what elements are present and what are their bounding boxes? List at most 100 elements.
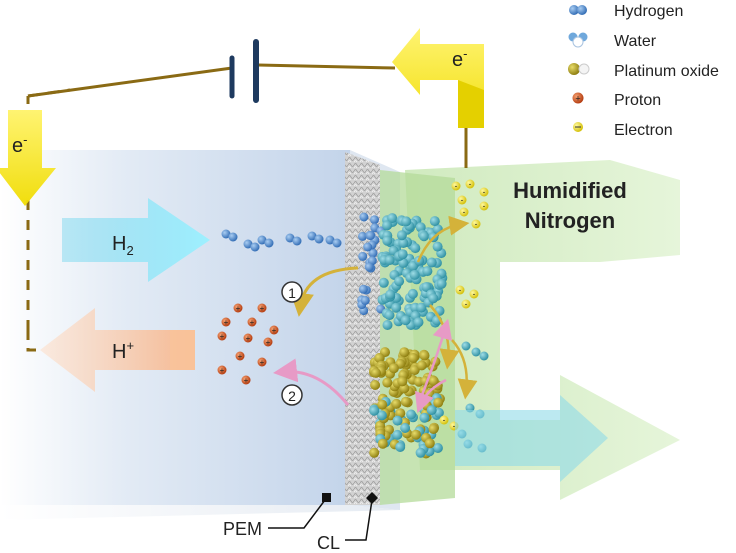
proton-sign: + [238,352,243,361]
platinum-oxide-icon [568,63,590,75]
step2-label: 2 [288,388,296,404]
proton [243,333,253,343]
electron-arrow-top: e- [392,28,484,128]
svg-text:+: + [575,94,580,104]
electron-sign: - [475,220,478,229]
step2-badge [281,384,303,406]
hydrogen-molecule [307,231,317,241]
external-circuit [26,63,468,352]
proton [233,303,243,313]
catalyst-particle [385,289,396,300]
electron [465,179,475,189]
proton [263,337,273,347]
mixed-particle [377,438,388,449]
mixed-particle [400,396,411,407]
mixed-particle [433,397,444,408]
particle-field: ++++++++++++------------ [217,179,489,459]
proton [257,357,267,367]
e-top-label: e- [452,46,467,71]
catalyst-particle [407,288,418,299]
electron [439,415,449,425]
hydrogen-particle [360,295,370,305]
catalyst-particle [391,302,402,313]
step2-path: 2 [273,358,350,406]
e-left-label: e- [12,132,27,157]
proton-sign: + [220,366,225,375]
hydrogen-molecule [292,236,302,246]
catalyst-particle [384,310,395,321]
mixed-particle [411,429,421,440]
mixed-particle [376,410,387,421]
proton-sign: + [260,358,265,367]
catalyst-particle [382,235,393,246]
proton-sign: + [272,326,277,335]
proton-sign: + [266,338,271,347]
hydrogen-molecule [314,234,324,244]
catalyst-particle [413,317,424,328]
proton [241,375,251,385]
catalyst-particle [429,216,440,227]
svg-text:Platinum oxide: Platinum oxide [614,63,719,80]
catalyst-particle [387,213,398,224]
electron-sign: - [461,196,464,205]
proton-sign: + [246,334,251,343]
mixed-particle [415,447,426,458]
proton-icon: + [572,92,584,104]
electron [457,195,467,205]
proton [221,317,231,327]
catalyst-particle [432,241,443,252]
catalyst-particle [384,255,395,266]
electron [469,289,479,299]
catalyst-particle [400,315,411,326]
hydrogen-particle [358,284,368,294]
electron-sign: - [473,290,476,299]
legend-item-proton: + Proton [572,92,661,109]
water-molecule [471,347,481,357]
proton-sign: + [220,332,225,341]
electron [471,219,481,229]
svg-text:Hydrogen: Hydrogen [614,3,683,20]
mixed-particle [432,443,443,453]
hydrogen-molecule [221,229,231,239]
catalyst-particle [382,320,393,330]
catalyst-particle [421,282,432,292]
proton-sign: + [260,304,265,313]
catalyst-particle [397,249,408,260]
catalyst-particle [436,278,447,289]
catalyst-particle [410,243,421,254]
hydrogen-particle [365,231,375,241]
hydrogen-particle [364,262,374,272]
hydrogen-particle [358,231,367,241]
pem-label: PEM [223,519,262,539]
electron [459,207,469,217]
electron [451,181,461,191]
platinum-oxide-particle [408,353,419,363]
hydrogen-icon [569,5,587,15]
platinum-oxide-particle [428,376,439,386]
catalyst-particle [426,257,437,268]
electron-sign: - [483,202,486,211]
platinum-oxide-particle [370,380,381,390]
electron [461,299,471,309]
svg-text:Proton: Proton [614,92,661,109]
legend: Hydrogen Water Platinum oxide + Proton [568,3,719,139]
mixed-particle [428,424,439,434]
svg-text:Water: Water [614,33,657,50]
mixed-particle [369,405,380,416]
platinum-oxide-particle [416,360,427,371]
hydrogen-molecule [257,235,267,245]
catalyst-arrows [415,215,478,414]
electron [479,201,489,211]
water-molecule [479,351,489,361]
catalyst-particle [396,230,407,241]
catalyst-particle [401,216,412,227]
platinum-oxide-particle [409,365,420,376]
step1-path: 1 [281,266,359,317]
hydrogen-particle [359,212,369,222]
proton [247,317,257,327]
electron-sign: - [469,180,472,189]
mixed-particle [424,438,435,449]
hplus-label: H+ [112,338,134,363]
